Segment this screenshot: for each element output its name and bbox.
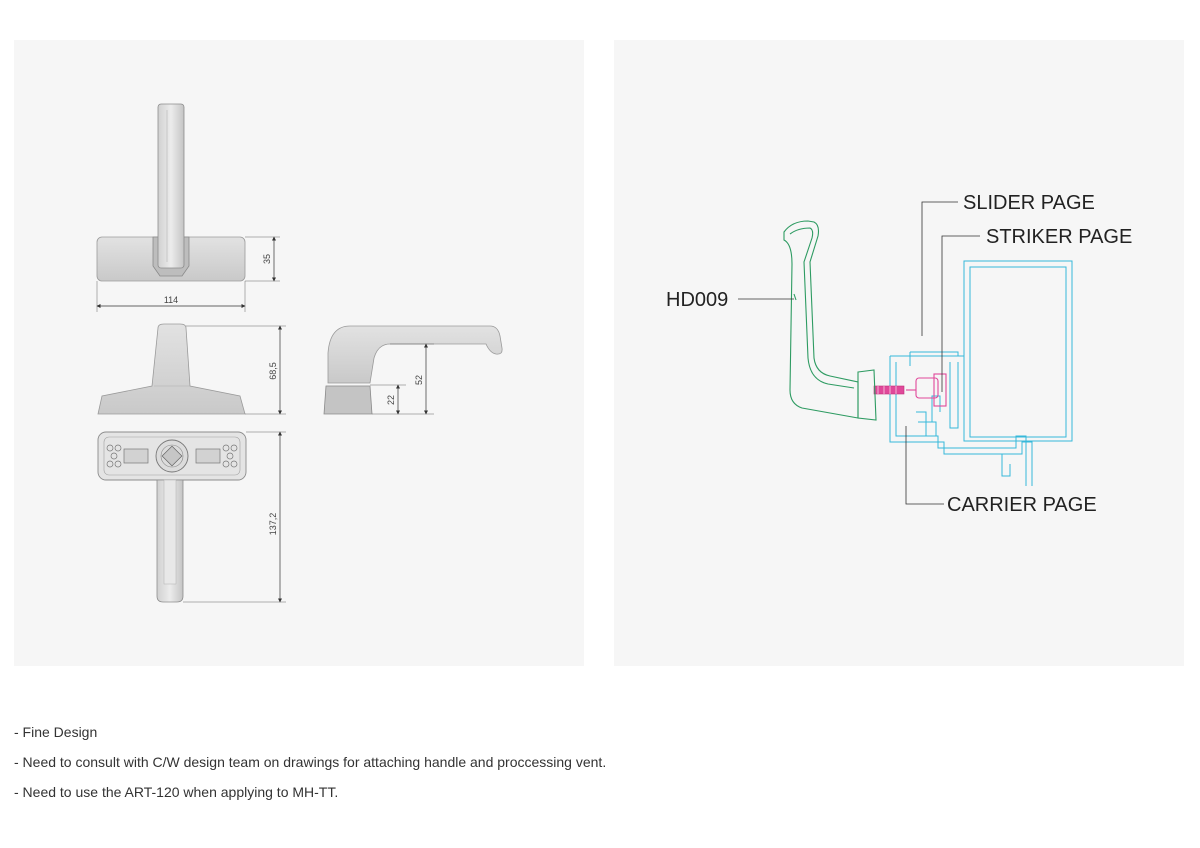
profile-view xyxy=(323,325,503,415)
installation-section-drawing: HD009 SLIDER PAGE STRIKER PAGE CARRIER P… xyxy=(614,40,1184,666)
top-view xyxy=(96,103,280,312)
dim-height-side: 68,5 xyxy=(268,362,278,380)
dim-height-profile-large: 52 xyxy=(414,375,424,385)
label-carrier-page: CARRIER PAGE xyxy=(947,494,1097,516)
striker-part xyxy=(873,373,947,407)
section-drawing-svg: HD009 SLIDER PAGE STRIKER PAGE CARRIER P… xyxy=(666,192,1132,516)
dimension-drawing-svg: 114 35 68,5 22 52 xyxy=(96,103,503,603)
side-view xyxy=(97,323,286,415)
dim-height-profile-small: 22 xyxy=(386,395,396,405)
dim-length-bottom: 137,2 xyxy=(268,513,278,536)
bottom-view xyxy=(97,431,286,603)
note-line: - Need to consult with C/W design team o… xyxy=(14,754,607,770)
note-line: - Need to use the ART-120 when applying … xyxy=(14,784,339,800)
label-striker-page: STRIKER PAGE xyxy=(986,226,1132,248)
label-hd009: HD009 xyxy=(666,289,728,311)
leader-lines xyxy=(738,201,980,505)
handle-outline xyxy=(783,220,877,421)
label-slider-page: SLIDER PAGE xyxy=(963,192,1095,214)
handle-dimension-drawing: 114 35 68,5 22 52 xyxy=(14,40,584,666)
frame-profile xyxy=(889,260,1073,486)
dim-width-top: 114 xyxy=(164,295,178,305)
note-line: - Fine Design xyxy=(14,724,98,740)
product-notes: - Fine Design - Need to consult with C/W… xyxy=(14,720,1014,810)
dim-height-top: 35 xyxy=(262,254,272,264)
